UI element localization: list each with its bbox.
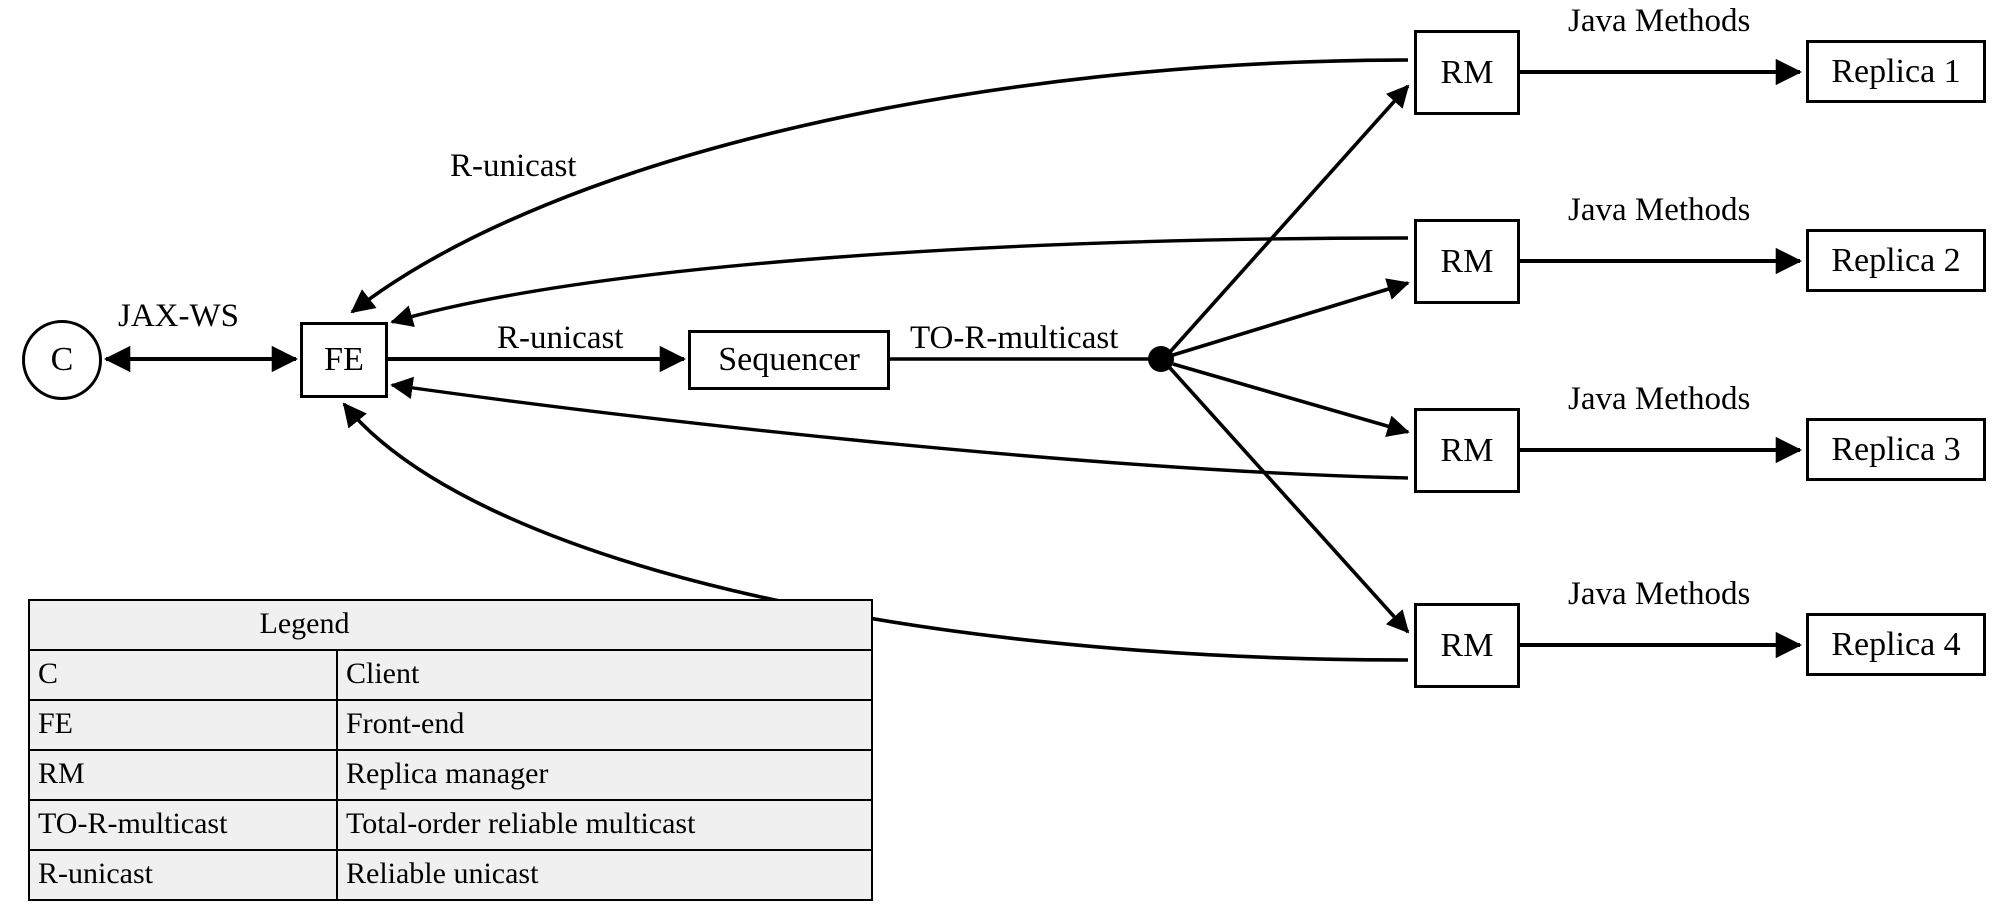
edge-multicast-rm-4 <box>1168 366 1410 634</box>
node-replica-1-label: Replica 1 <box>1831 52 1961 90</box>
node-replica-manager-2[interactable]: RM <box>1414 219 1520 304</box>
edge-rm2-frontend <box>390 236 1409 328</box>
legend-header-row: Legend <box>28 599 873 651</box>
legend-key: C <box>28 649 338 701</box>
edge-label-java-methods-1: Java Methods <box>1568 3 1751 39</box>
edge-multicast-rm-3 <box>1172 362 1410 438</box>
legend-value: Reliable unicast <box>336 849 873 901</box>
edge-label-java-methods-2: Java Methods <box>1568 192 1751 228</box>
node-sequencer-label: Sequencer <box>718 341 860 378</box>
legend-key: R-unicast <box>28 849 338 901</box>
legend-row: C Client <box>28 649 873 701</box>
edge-multicast-rm-2 <box>1172 278 1410 357</box>
node-replica-4-label: Replica 4 <box>1831 625 1961 663</box>
node-replica-manager-4-label: RM <box>1440 626 1494 664</box>
legend-value: Replica manager <box>336 749 873 801</box>
edge-rm4-frontend <box>342 402 1409 662</box>
edge-label-java-methods-3: Java Methods <box>1568 381 1751 417</box>
edge-label-to-r-multicast: TO-R-multicast <box>910 320 1119 356</box>
node-replica-manager-3[interactable]: RM <box>1414 408 1520 493</box>
legend-row: RM Replica manager <box>28 749 873 801</box>
legend-key: TO-R-multicast <box>28 799 338 851</box>
legend-row: TO-R-multicast Total-order reliable mult… <box>28 799 873 851</box>
node-sequencer[interactable]: Sequencer <box>688 330 890 390</box>
node-frontend[interactable]: FE <box>300 322 388 398</box>
legend-value: Total-order reliable multicast <box>336 799 873 851</box>
node-client[interactable]: C <box>22 320 102 400</box>
node-replica-2[interactable]: Replica 2 <box>1806 229 1986 292</box>
legend-key: FE <box>28 699 338 751</box>
edge-label-r-unicast-upper: R-unicast <box>450 148 577 184</box>
edge-multicast-rm-1 <box>1168 84 1410 354</box>
node-replica-manager-2-label: RM <box>1440 242 1494 280</box>
legend-table: Legend C Client FE Front-end RM Replica … <box>28 599 873 901</box>
node-replica-1[interactable]: Replica 1 <box>1806 40 1986 103</box>
legend-value: Client <box>336 649 873 701</box>
node-replica-manager-1-label: RM <box>1440 53 1494 91</box>
edge-label-jax-ws: JAX-WS <box>118 298 239 334</box>
node-client-label: C <box>50 341 74 378</box>
node-replica-3[interactable]: Replica 3 <box>1806 418 1986 481</box>
edge-rm1-frontend <box>350 58 1409 314</box>
node-replica-4[interactable]: Replica 4 <box>1806 613 1986 676</box>
edge-label-r-unicast-fe-sequencer: R-unicast <box>497 320 624 356</box>
legend-row: R-unicast Reliable unicast <box>28 849 873 901</box>
node-frontend-label: FE <box>324 341 364 378</box>
node-replica-manager-3-label: RM <box>1440 431 1494 469</box>
node-replica-manager-4[interactable]: RM <box>1414 603 1520 688</box>
node-replica-3-label: Replica 3 <box>1831 430 1961 468</box>
legend-row: FE Front-end <box>28 699 873 751</box>
edge-label-java-methods-4: Java Methods <box>1568 576 1751 612</box>
edge-rm3-frontend <box>390 376 1409 480</box>
node-replica-2-label: Replica 2 <box>1831 241 1961 279</box>
node-replica-manager-1[interactable]: RM <box>1414 30 1520 115</box>
legend-title: Legend <box>28 599 873 651</box>
legend-value: Front-end <box>336 699 873 751</box>
legend-key: RM <box>28 749 338 801</box>
multicast-fanout-dot <box>1148 346 1174 372</box>
